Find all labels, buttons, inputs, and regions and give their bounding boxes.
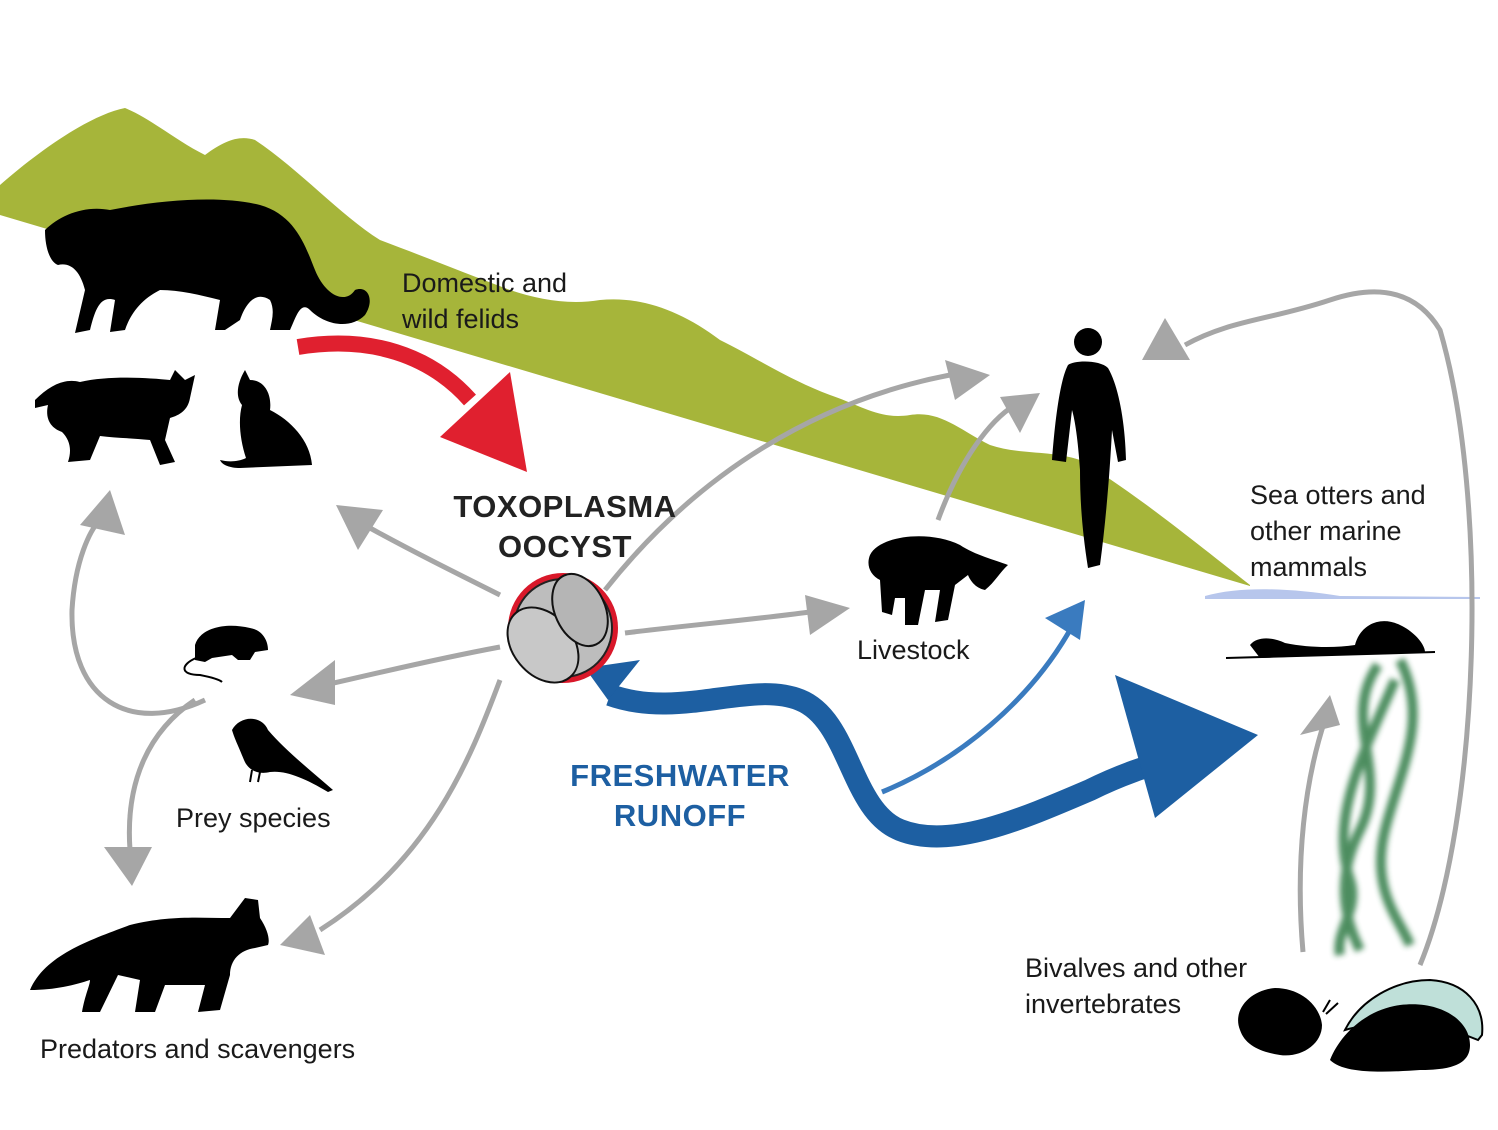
oocyst-label-line2: OOCYST [498, 529, 632, 564]
cougar-silhouette-icon [45, 199, 370, 333]
oocyst-label-line1: TOXOPLASMA [453, 489, 677, 524]
invertebrates-label: Bivalves and other invertebrates [1025, 950, 1247, 1022]
arrowhead-to-predators [280, 915, 325, 955]
arrow-invertebrates-to-marine [1297, 719, 1328, 953]
arrowhead-to-human-from-livestock [1000, 393, 1040, 433]
prey-label: Prey species [176, 803, 331, 833]
invertebrates-label-line2: invertebrates [1025, 989, 1182, 1019]
arrow-oocyst-to-predators [318, 679, 503, 933]
hillside [0, 108, 1250, 586]
arrowhead-to-human-from-invertebrates [1142, 318, 1190, 360]
bird-silhouette-icon [232, 718, 333, 792]
arrow-oocyst-to-human [603, 372, 951, 592]
arrowhead-to-felids-from-prey [80, 490, 125, 535]
runoff-label-line2: RUNOFF [613, 798, 747, 833]
runoff-branch-arrowhead [1045, 600, 1085, 640]
arrowhead-to-predators-from-prey [104, 847, 152, 886]
oocyst-cell-icon [506, 572, 618, 684]
kelp-icon [1334, 657, 1418, 956]
felids-label-line1: Domestic and [402, 268, 568, 298]
arrowhead-to-human-from-oocyst [945, 360, 990, 400]
runoff-stream [606, 683, 1173, 848]
felids-label: Domestic and wild felids [402, 265, 567, 337]
sea-otter-silhouette-icon [1225, 621, 1436, 659]
arrowhead-to-marine-from-invertebrates [1300, 695, 1340, 735]
marine-label-line3: mammals [1250, 552, 1368, 582]
arrow-prey-to-predators [126, 697, 197, 851]
arrow-oocyst-to-felids [368, 525, 502, 598]
fox-silhouette-icon [30, 898, 269, 1012]
livestock-label: Livestock [857, 635, 970, 665]
lamb-silhouette-icon [868, 536, 1008, 625]
arrowhead-to-prey [290, 660, 335, 705]
mussel-silhouette-icon [1330, 978, 1484, 1072]
runoff-arrowhead-to-marine [585, 660, 640, 700]
mouse-silhouette-icon [183, 625, 268, 683]
felid-shedding-arrowhead [440, 372, 527, 472]
felid-shedding-arrow [296, 335, 476, 406]
oocyst-label: TOXOPLASMA OOCYST [430, 487, 700, 567]
arrowhead-to-livestock [805, 595, 850, 635]
runoff-label-line1: FRESHWATER [570, 758, 790, 793]
arrow-oocyst-to-livestock [624, 609, 811, 636]
felids-label-line2: wild felids [402, 304, 520, 334]
arrow-prey-to-felids [69, 518, 207, 716]
marine-label: Sea otters and other marine mammals [1250, 477, 1426, 585]
snail-silhouette-icon [1238, 988, 1339, 1056]
runoff-big-arrowhead [1115, 675, 1258, 818]
water-surface [1205, 589, 1480, 599]
runoff-branch-to-human [881, 628, 1073, 795]
invertebrates-label-line1: Bivalves and other [1025, 953, 1248, 983]
human-silhouette-icon [1052, 328, 1126, 568]
arrowhead-to-felids [336, 505, 383, 550]
marine-label-line1: Sea otters and [1250, 480, 1426, 510]
arrow-livestock-to-human [935, 402, 1017, 521]
arrow-invertebrates-to-human [1183, 289, 1475, 966]
arrow-oocyst-to-prey [324, 644, 501, 688]
marine-label-line2: other marine [1250, 516, 1402, 546]
lynx-silhouette-icon [35, 370, 195, 465]
house-cat-silhouette-icon [220, 370, 312, 468]
runoff-label: FRESHWATER RUNOFF [545, 756, 815, 836]
predators-label: Predators and scavengers [40, 1034, 356, 1064]
